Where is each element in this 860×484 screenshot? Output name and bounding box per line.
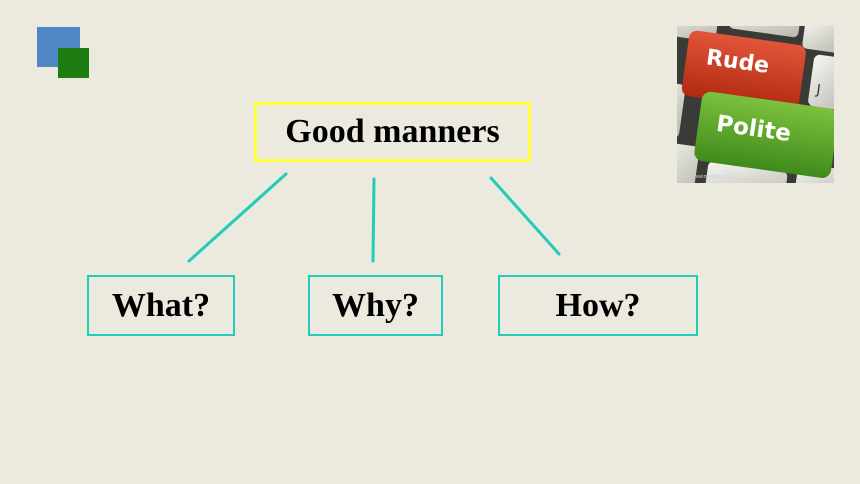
child-node-what: What? [87,275,235,336]
child-node-label: Why? [332,286,419,324]
white-key [808,54,834,111]
white-key [729,26,801,38]
root-node: Good manners [254,102,531,162]
child-node-label: What? [111,286,211,324]
keyboard-image: J Rude Polite ww.freeimages.com [677,26,834,183]
svg-text:J: J [814,82,821,99]
root-node-label: Good manners [285,113,500,150]
connector-root-what [187,172,288,263]
white-key [677,142,700,183]
rude-key [681,30,806,111]
white-key [802,26,834,54]
child-node-why: Why? [308,275,443,336]
keyboard-photo: J Rude Polite ww.freeimages.com [677,26,834,183]
photo-watermark: ww.freeimages.com [683,174,733,180]
polite-key [694,91,834,178]
connector-root-how [489,176,561,256]
connector-root-why [371,177,376,263]
child-node-label: How? [555,286,641,324]
child-node-how: How? [498,275,698,336]
decor-square-green [58,48,89,78]
white-key [705,161,788,183]
